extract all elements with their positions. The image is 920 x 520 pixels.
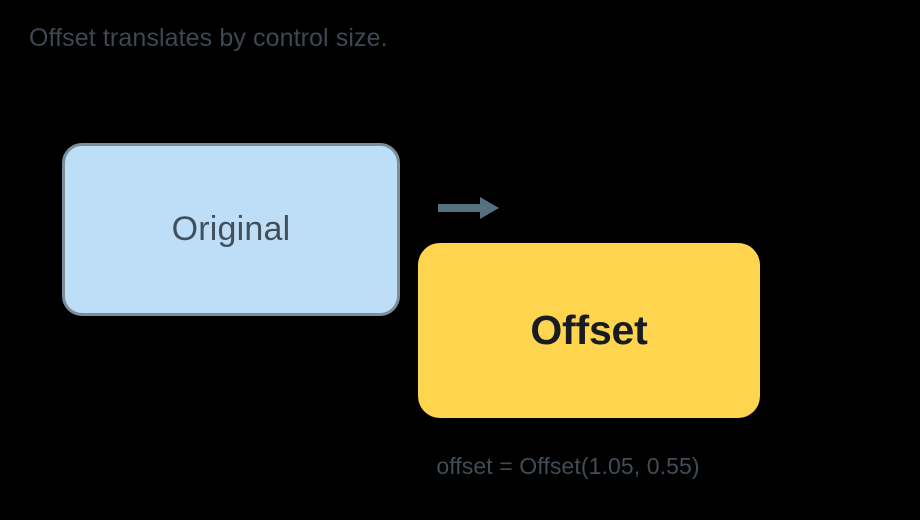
offset-box-label: Offset — [530, 307, 648, 353]
offset-control-box: Offset — [418, 243, 760, 418]
original-box-label: Original — [171, 210, 291, 248]
original-control-box: Original — [62, 143, 400, 316]
offset-caption: offset = Offset(1.05, 0.55) — [436, 453, 700, 479]
arrow-right-icon — [436, 194, 502, 222]
page-title: Offset translates by control size. — [29, 24, 388, 52]
